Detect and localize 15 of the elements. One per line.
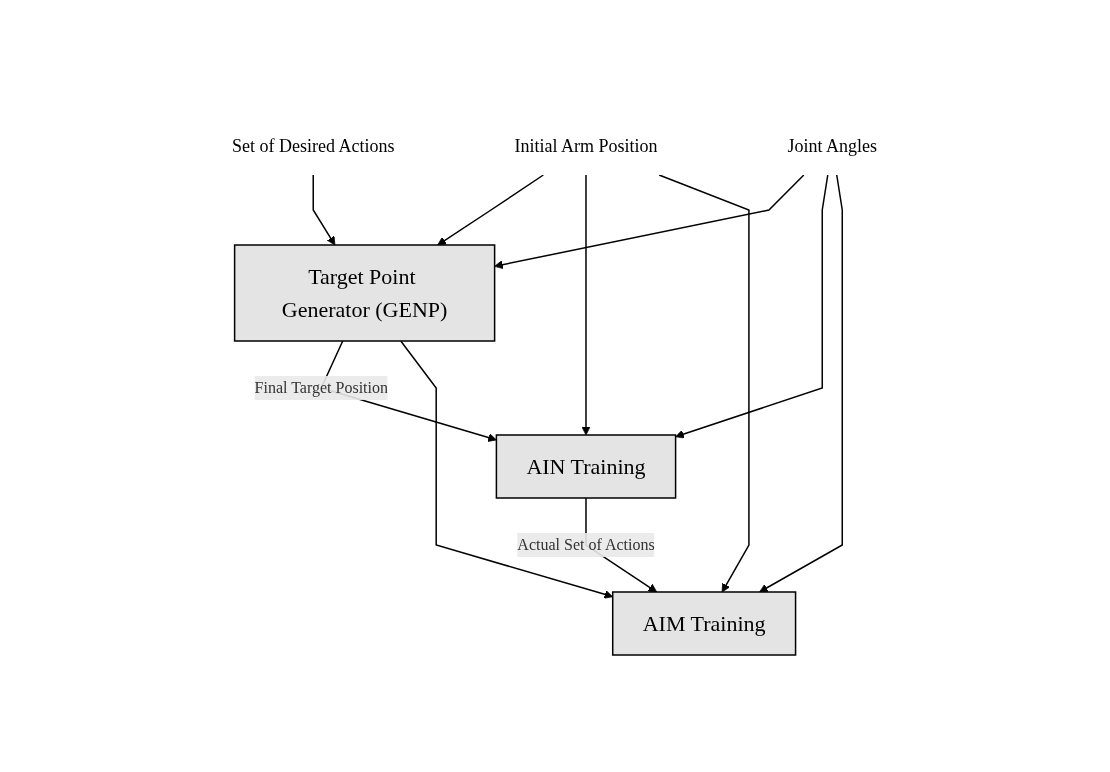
node-text: Initial Arm Position [514,135,658,156]
edge-label: Final Target Position [255,378,389,396]
node-box: AIM Training [612,590,797,656]
node-box: Target Point Generator (GENP) [234,243,496,342]
edge-label: Actual Set of Actions [517,535,656,553]
arrow [313,173,336,245]
arrow [582,173,591,435]
node-text: Set of Desired Actions [232,135,395,156]
arrow [759,173,844,592]
arrow [437,173,545,245]
arrow [675,173,829,438]
node-box: AIN Training [496,433,677,499]
node-text: Joint Angles [787,135,878,156]
arrow [400,339,614,599]
arrow [658,173,751,592]
